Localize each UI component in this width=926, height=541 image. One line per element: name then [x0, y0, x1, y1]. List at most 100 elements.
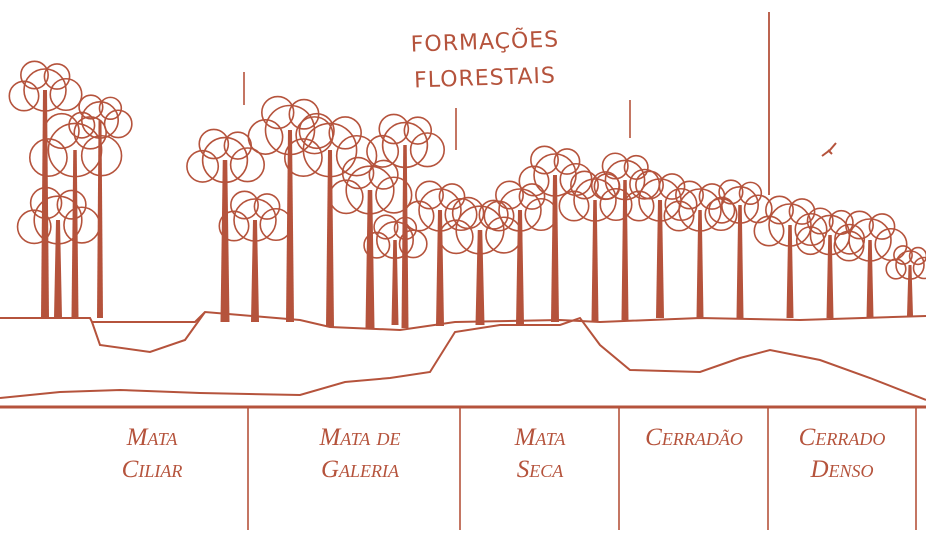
tree-crown: [261, 95, 295, 130]
zone-label-mata-ciliar: Mata Ciliar: [82, 422, 222, 486]
tree-crown: [743, 194, 773, 224]
tree-crown: [623, 190, 655, 222]
tree-crown: [201, 136, 249, 184]
tree-crown: [218, 210, 250, 242]
tree-crown: [893, 245, 913, 265]
tree-crown: [530, 145, 559, 175]
tree-crown: [908, 246, 926, 266]
tree-crown: [788, 198, 816, 225]
tree-crown: [368, 159, 399, 190]
tree-trunk: [656, 200, 664, 318]
tree-crown: [345, 165, 395, 215]
tree-trunk: [220, 160, 230, 322]
tree-crown: [43, 63, 71, 90]
tree-crown: [518, 183, 546, 210]
tree-crown: [229, 147, 265, 183]
zone-label-line-2: Seca: [516, 456, 564, 483]
tree-crown: [658, 173, 686, 200]
tree-crown: [765, 195, 794, 225]
tree-crown: [845, 210, 874, 240]
tree-crown: [753, 215, 785, 247]
tree-crown: [103, 109, 133, 139]
tree-crown: [558, 190, 590, 222]
tree-crown: [298, 112, 335, 150]
tree-crown: [78, 94, 104, 120]
tree-crown: [518, 165, 550, 197]
zone-label-line-2: Galeria: [320, 456, 400, 483]
tree-crown: [451, 196, 485, 230]
tree-crown: [553, 148, 581, 175]
tree-crown: [16, 209, 52, 245]
river-channel: [91, 311, 206, 354]
zone-label-cerrado-denso: Cerrado Denso: [772, 422, 912, 486]
tree-crown: [795, 226, 825, 256]
tree-trunk: [516, 210, 524, 325]
tree-crown: [663, 200, 695, 232]
tree-crown: [675, 180, 704, 210]
tree-crown: [708, 196, 736, 224]
tree-crown: [335, 134, 378, 177]
zone-label-line-1: Cerradão: [645, 424, 743, 451]
water-table-line: [0, 316, 926, 401]
tree-crown: [718, 179, 744, 205]
tree-crown: [834, 223, 866, 255]
tree-crown: [885, 258, 907, 280]
tree-crown: [806, 207, 834, 235]
tree-crown: [678, 188, 722, 232]
tree-crown: [363, 231, 391, 259]
tree-trunk: [786, 225, 794, 318]
tree-crown: [49, 77, 83, 112]
tree-trunk: [401, 145, 409, 328]
tree-crown: [398, 229, 428, 259]
tree-crown: [375, 176, 413, 214]
tree-trunk: [696, 210, 704, 318]
tree-trunk: [736, 205, 744, 318]
tree-crown: [378, 113, 410, 145]
tree-crown: [20, 60, 49, 90]
tree-crown: [98, 96, 123, 121]
tree-crown: [328, 116, 362, 150]
tree-crown: [198, 128, 230, 160]
tree-crown: [895, 250, 925, 280]
tree-crown: [29, 186, 63, 220]
tree-trunk: [475, 230, 485, 325]
tree-trunk: [326, 150, 334, 327]
zone-label-mata-seca: Mata Seca: [475, 422, 605, 486]
tree-crown: [247, 119, 284, 155]
zone-label-line-1: Mata de: [319, 424, 401, 451]
tree-crown: [43, 112, 80, 150]
tree-crown: [720, 186, 759, 225]
tree-crown: [341, 156, 375, 190]
tree-crown: [768, 203, 812, 247]
tree-trunk: [365, 190, 375, 328]
tree-crown: [68, 111, 96, 139]
tree-crown: [623, 154, 649, 180]
tree-crown: [601, 152, 629, 180]
tree-crown: [438, 183, 466, 210]
tree-crown: [483, 200, 515, 232]
zone-label-cerradao: Cerradão: [619, 422, 769, 454]
tree-trunk: [907, 265, 913, 316]
ground-line: [0, 310, 926, 332]
tree-crown: [328, 179, 364, 215]
tree-crown: [848, 218, 892, 262]
tree-crown: [375, 221, 414, 260]
tree-trunk: [391, 240, 399, 325]
tree-crown: [33, 195, 83, 245]
tree-crown: [393, 216, 418, 241]
tree-trunk: [866, 240, 874, 318]
tree-trunk: [54, 220, 62, 318]
tree-crown: [409, 132, 446, 168]
tree-crown: [73, 116, 107, 150]
tree-crown: [81, 101, 120, 140]
tree-crown: [8, 80, 40, 112]
tree-crown: [233, 198, 277, 242]
tree-crown: [366, 134, 400, 168]
tree-crown: [738, 181, 763, 206]
tree-crown: [253, 193, 281, 220]
bird-icon: [821, 142, 837, 157]
tree-crown: [833, 230, 865, 262]
zone-label-mata-de-galeria: Mata de Galeria: [285, 422, 435, 486]
tree-canopy-illustration: [8, 60, 926, 328]
